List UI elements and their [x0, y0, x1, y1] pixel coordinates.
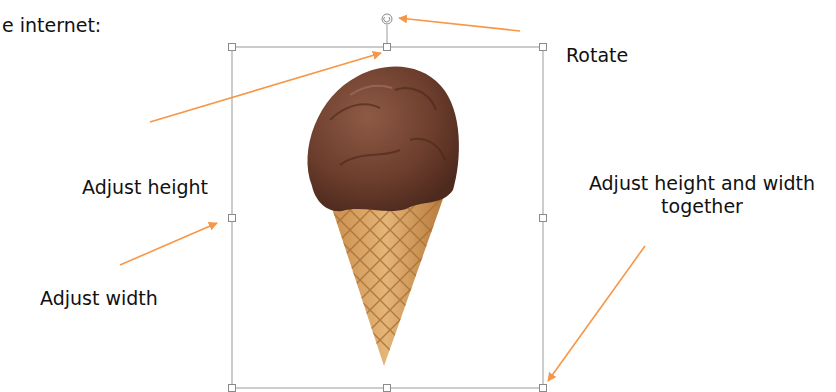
intro-text: e internet:	[2, 14, 101, 37]
rotate-stem	[387, 25, 388, 44]
rotate-icon	[384, 17, 390, 22]
selection-frame	[232, 47, 543, 388]
callout-label: Adjust width	[40, 287, 158, 310]
leader-arrows	[120, 18, 645, 381]
callout-label: Adjust height	[82, 176, 208, 199]
resize-handles	[229, 44, 547, 392]
rotate-handle	[382, 14, 392, 24]
ice-cream-scoop	[308, 67, 459, 212]
callout-label: Adjust height and width together	[582, 172, 822, 218]
callout-label: Rotate	[566, 44, 628, 67]
